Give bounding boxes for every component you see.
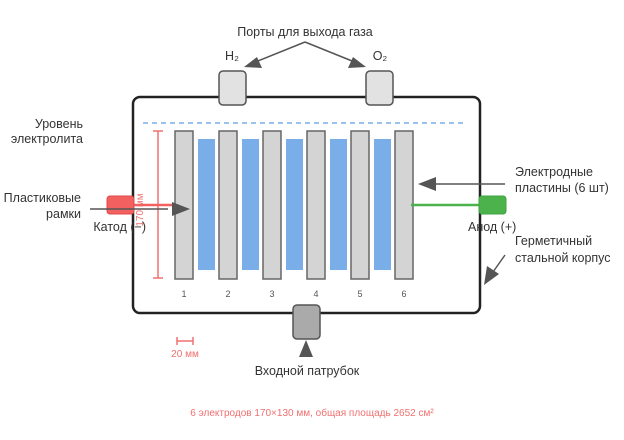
- plate-number-5: 5: [357, 289, 362, 299]
- plate-numbers-group: 1 2 3 4 5 6: [181, 289, 406, 299]
- electrode-plates-label-line2: пластины (6 шт): [515, 181, 609, 195]
- scale-bar: [176, 337, 194, 345]
- plastic-frames-label-line1: Пластиковые: [4, 191, 81, 205]
- anode-terminal: [478, 195, 507, 215]
- electrode-plate-4: [306, 130, 326, 280]
- electrode-plates-arrowhead: [418, 177, 436, 191]
- body-label-line2: стальной корпус: [515, 251, 611, 265]
- electrode-plate-2: [218, 130, 238, 280]
- body-label-line1: Герметичный: [515, 234, 592, 248]
- inlet-label: Входной патрубок: [255, 364, 360, 378]
- electrode-plates-label-line1: Электродные: [515, 165, 593, 179]
- scale-bar-label: 20 мм: [171, 349, 199, 360]
- electrolyte-label-line2: электролита: [11, 132, 83, 146]
- body-arrow: [492, 254, 506, 273]
- separator-5: [374, 139, 391, 270]
- plate-number-6: 6: [401, 289, 406, 299]
- o2-label: O₂: [373, 49, 388, 63]
- footer-summary: 6 электродов 170×130 мм, общая площадь 2…: [190, 407, 434, 419]
- electrode-plate-3: [262, 130, 282, 280]
- separator-3: [286, 139, 303, 270]
- plastic-frames-label-line2: рамки: [46, 207, 81, 221]
- body-arrowhead: [484, 266, 499, 285]
- inlet-arrowhead: [299, 340, 313, 357]
- separator-1: [198, 139, 215, 270]
- electrode-plates-group: [174, 130, 414, 280]
- arrowhead-h2: [244, 57, 262, 68]
- gas-ports-title: Порты для выхода газа: [237, 25, 373, 39]
- plastic-frames-arrowhead: [172, 202, 190, 216]
- h2-label: H₂: [225, 49, 239, 63]
- inlet-pipe: [292, 304, 321, 340]
- height-dimension-label: 170 мм: [135, 193, 146, 226]
- electrolyte-label-line1: Уровень: [35, 117, 83, 131]
- plate-number-2: 2: [225, 289, 230, 299]
- o2-port: [365, 70, 394, 106]
- anode-label: Анод (+): [468, 220, 516, 234]
- arrowhead-o2: [348, 57, 366, 68]
- plate-number-3: 3: [269, 289, 274, 299]
- gas-port-arrows: [244, 41, 366, 68]
- cathode-label: Катод (−): [93, 220, 146, 234]
- plate-number-4: 4: [313, 289, 318, 299]
- electrode-plate-5: [350, 130, 370, 280]
- separators-group: [198, 139, 391, 270]
- electrode-plate-6: [394, 130, 414, 280]
- cathode-terminal: [106, 195, 135, 215]
- separator-2: [242, 139, 259, 270]
- h2-port: [218, 70, 247, 106]
- plate-number-1: 1: [181, 289, 186, 299]
- separator-4: [330, 139, 347, 270]
